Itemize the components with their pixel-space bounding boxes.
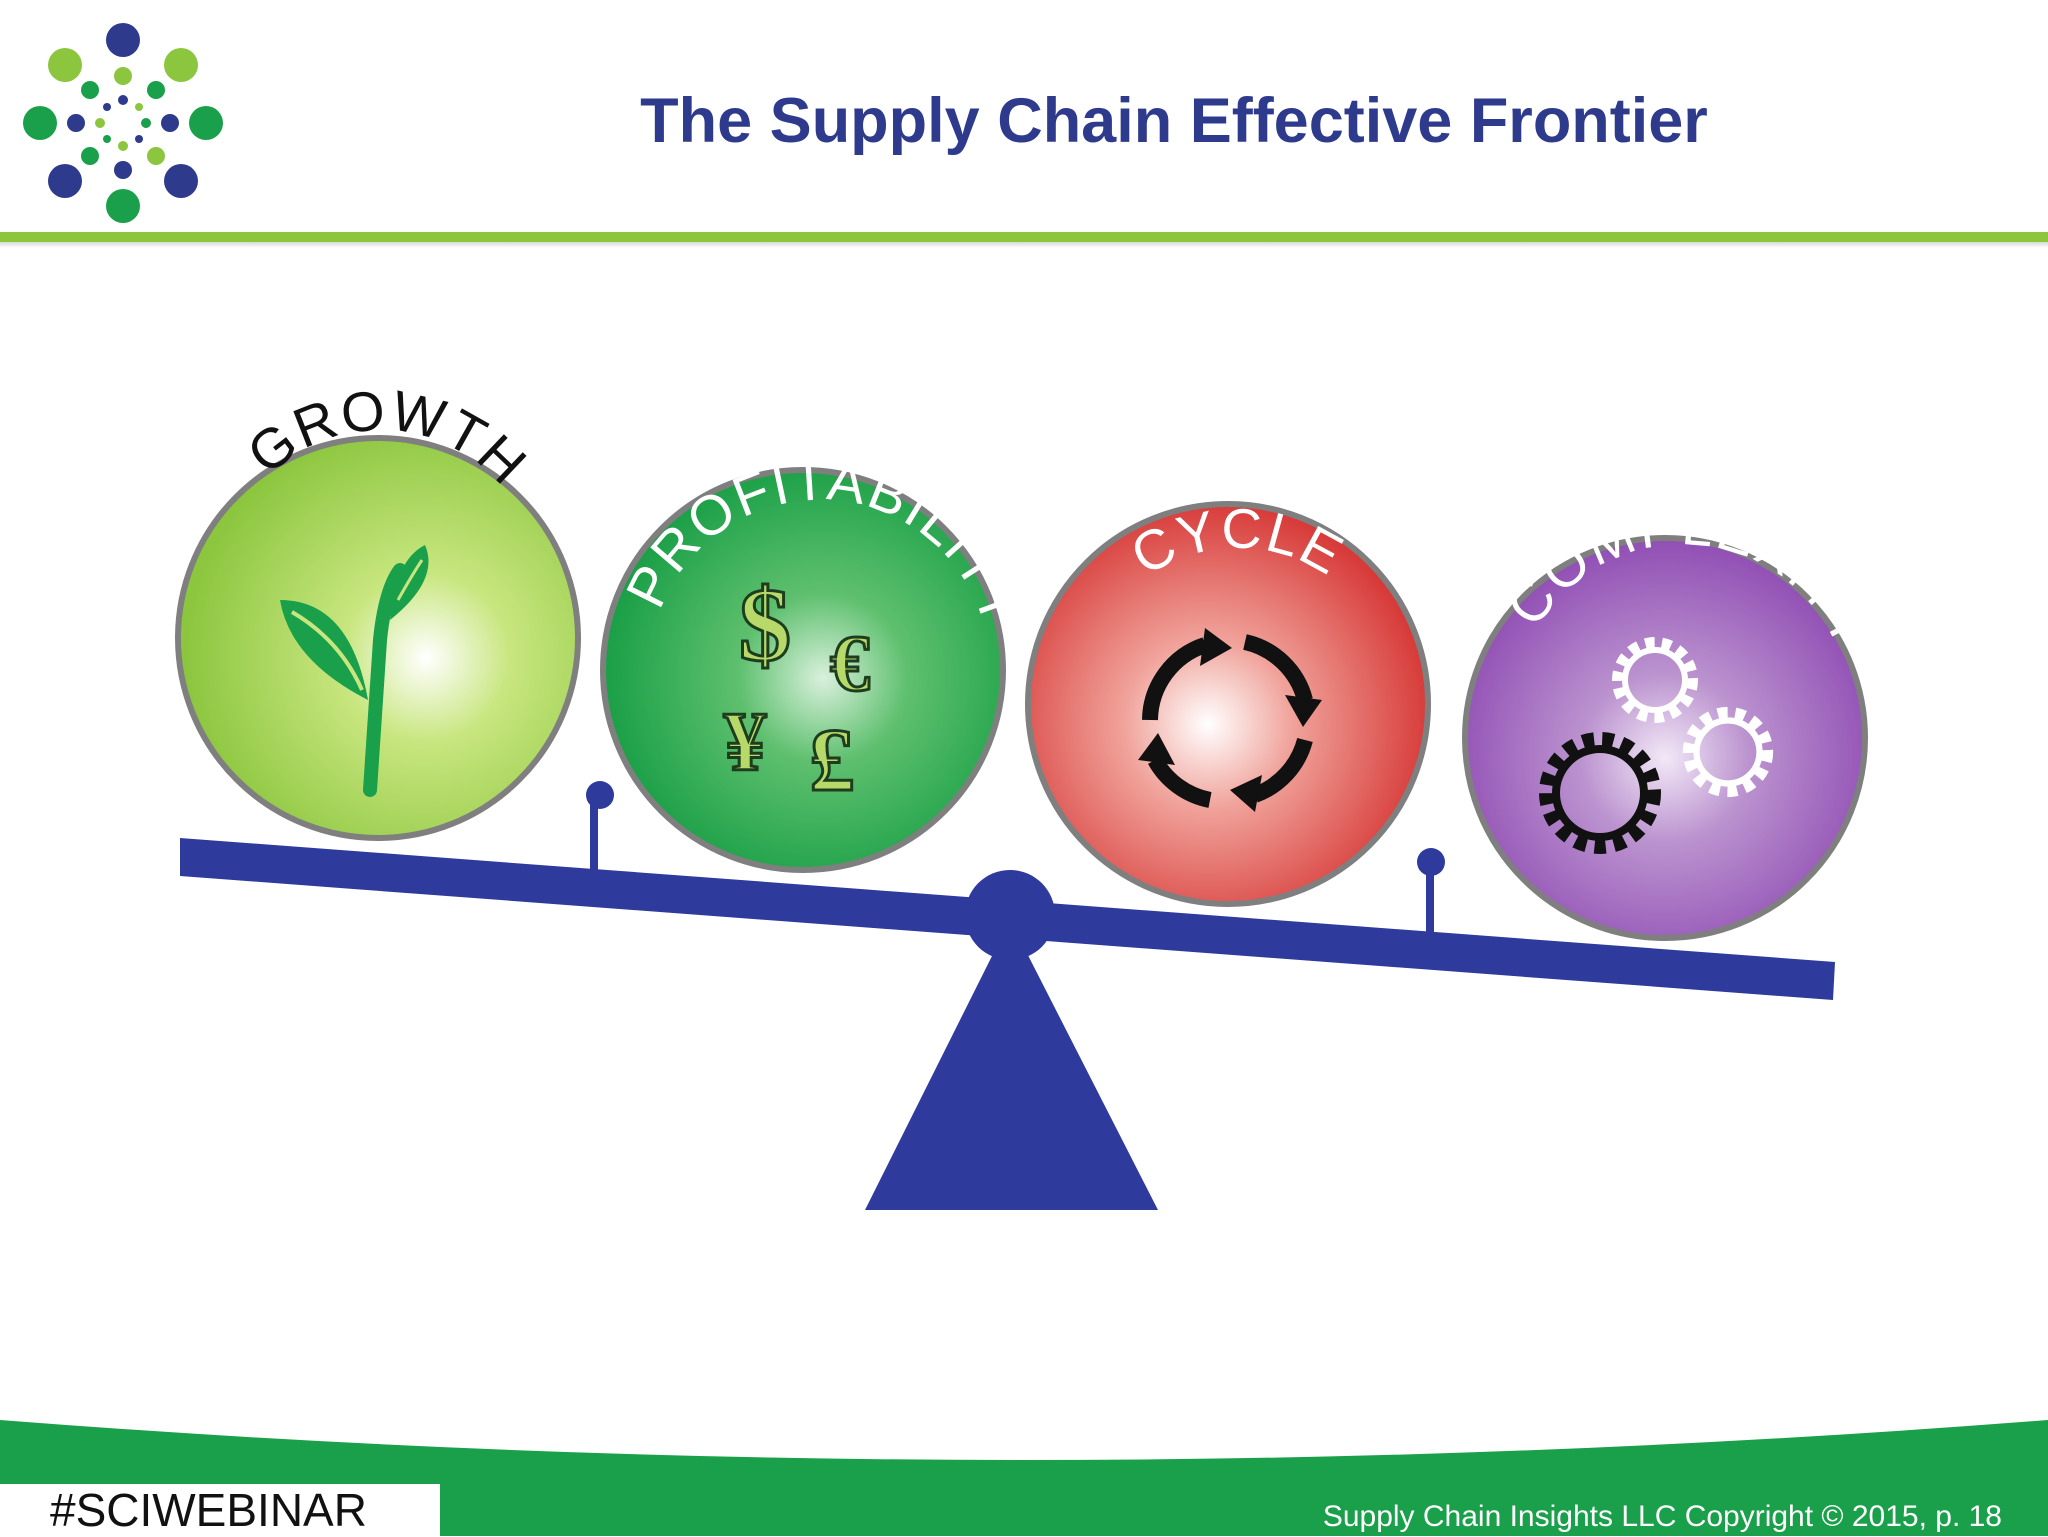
pound-symbol: £ [810,711,855,810]
currency-icon: $ € ¥ £ [722,565,871,812]
growth-ball: GROWTH [175,378,581,841]
company-logo-icon [23,23,223,223]
footer-copyright: Supply Chain Insights LLC Copyright © 20… [1322,1500,2002,1533]
seesaw-pivot [965,870,1055,960]
euro-symbol: € [830,620,870,708]
footer-hashtag: #SCIWEBINAR [50,1484,367,1536]
dollar-symbol: $ [739,566,792,683]
yen-symbol: ¥ [724,695,767,789]
header-divider-shadow [0,242,2048,248]
complexity-ball: COMPLEXITY [1462,493,1884,941]
right-peg [1417,848,1445,938]
seesaw-fulcrum [865,920,1158,1210]
left-peg [586,781,614,870]
page-title: The Supply Chain Effective Frontier [640,86,1708,156]
cycle-ball: CYCLE [1025,496,1431,907]
cycle-arrows-icon [1138,628,1322,812]
profitability-ball: PROFITABILITY $ € ¥ £ [600,448,1033,873]
gears-icon [1539,644,1766,854]
sprout-icon [280,545,429,797]
header-divider [0,232,2048,242]
footer-strip [0,1470,2048,1536]
